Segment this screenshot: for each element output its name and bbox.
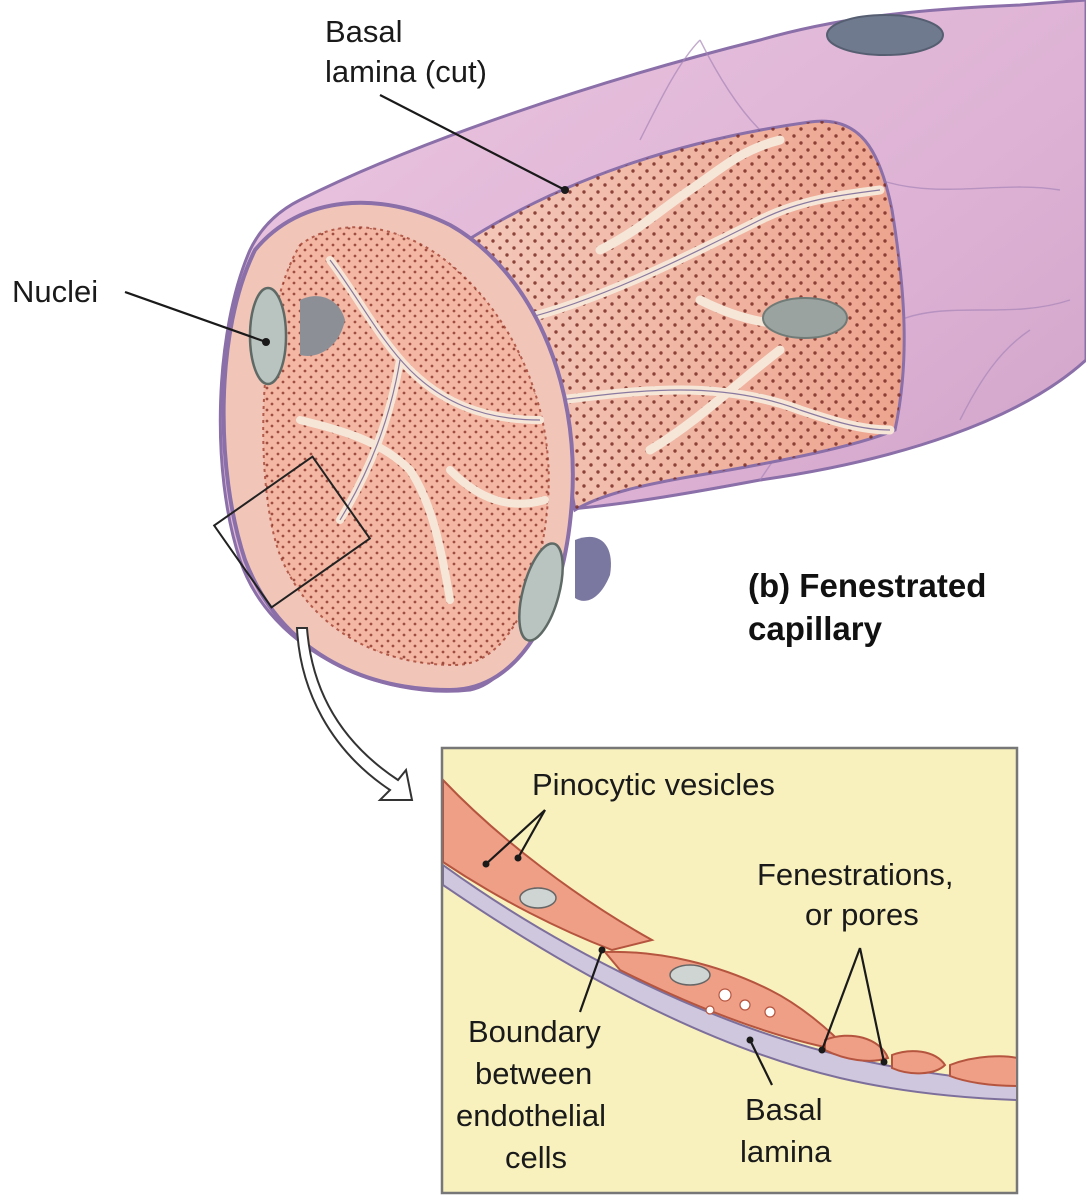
svg-text:Basal: Basal: [745, 1092, 823, 1127]
label-fenestrations-2: or pores: [805, 897, 919, 932]
caption-line1: (b) Fenestrated: [748, 567, 986, 604]
leader-boundary: [578, 949, 604, 1013]
svg-text:endothelial: endothelial: [456, 1098, 606, 1133]
nucleus-left: [248, 286, 288, 386]
leader-nuclei: [124, 290, 267, 344]
caption-line2: capillary: [748, 610, 883, 647]
inset-nucleus-2: [669, 964, 711, 986]
leader-pinocytic-1: [485, 809, 546, 865]
label-basal-line1: Basal: [325, 14, 403, 49]
zoom-box: [212, 455, 372, 609]
svg-text:Boundary: Boundary: [468, 1014, 601, 1049]
capillary-vessel: [218, 0, 1086, 693]
nucleus-bottom: [518, 542, 564, 642]
inset-nucleus-1: [519, 887, 557, 909]
leader-basal-lamina: [749, 1039, 773, 1086]
inset-basal-lamina: [443, 863, 1016, 1101]
surface-nucleus-top: [826, 14, 944, 56]
label-basal-lamina-cut: Basal lamina (cut): [325, 14, 569, 194]
leader-fenestration-2: [858, 947, 886, 1063]
label-fenestrations-1: Fenestrations,: [757, 857, 953, 892]
svg-text:between: between: [475, 1056, 592, 1091]
label-nuclei-text: Nuclei: [12, 274, 98, 309]
label-basal-lamina: Basal lamina: [740, 1092, 832, 1169]
leader-fenestration-1: [820, 947, 862, 1051]
svg-text:cells: cells: [505, 1140, 567, 1175]
callout-arrow: [295, 627, 414, 801]
label-pinocytic-vesicles: Pinocytic vesicles: [532, 767, 775, 802]
label-nuclei: Nuclei: [12, 274, 270, 346]
label-basal-line2: lamina (cut): [325, 54, 487, 89]
label-boundary: Boundary between endothelial cells: [456, 1014, 606, 1175]
leader-pinocytic-2: [517, 809, 546, 859]
leader-basal-lamina-cut: [379, 94, 566, 191]
svg-text:lamina: lamina: [740, 1134, 832, 1169]
inset-panel: Pinocytic vesicles Fenestrations, or por…: [440, 746, 1019, 1195]
caption: (b) Fenestrated capillary: [748, 567, 986, 647]
window-nucleus: [762, 297, 848, 339]
